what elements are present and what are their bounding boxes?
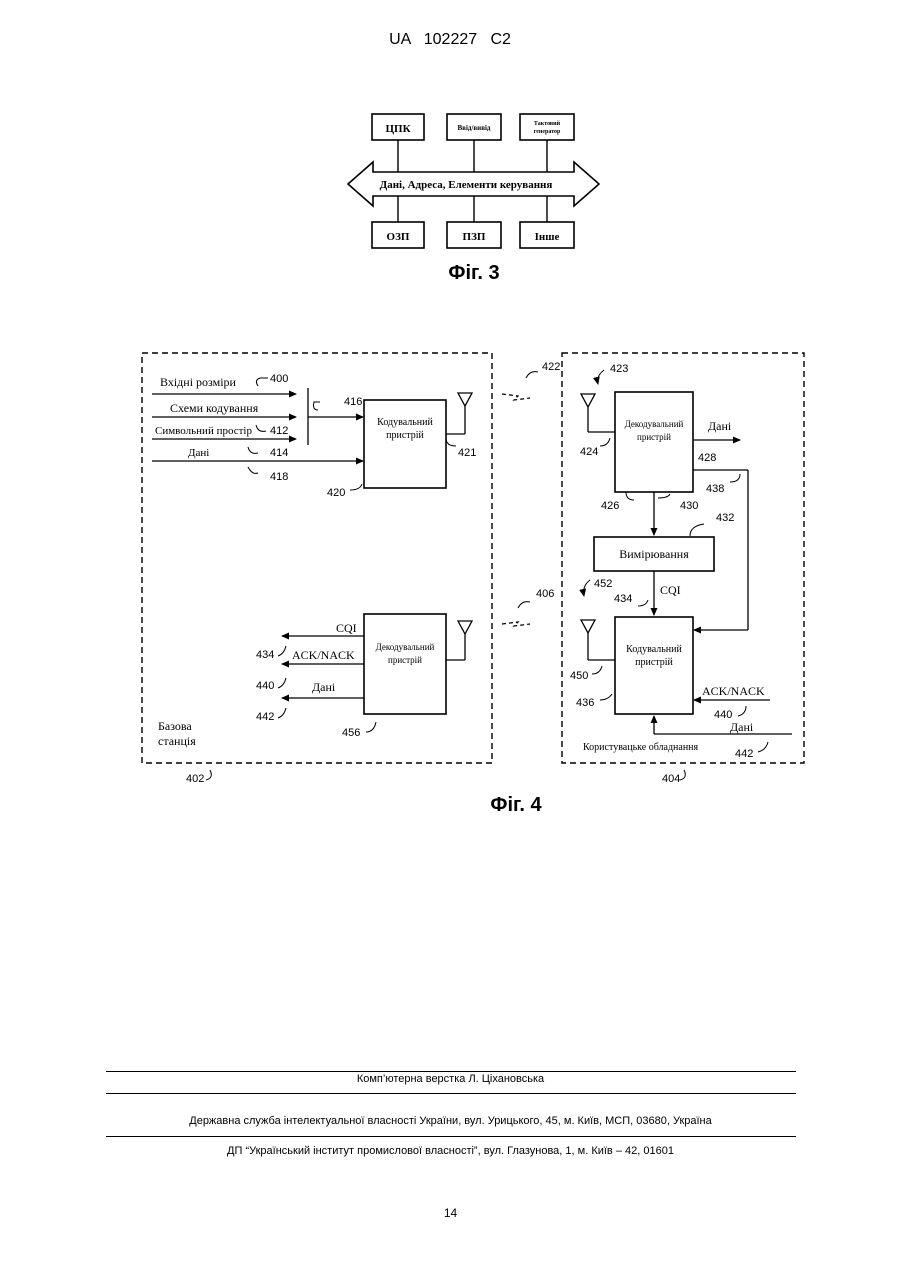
footer-rule-2 [106,1093,796,1094]
ref-402: 402 [186,773,204,785]
footer-institute-address: ДП “Український інститут промислової вла… [0,1145,901,1157]
symbol-space-label: Символьний простір [155,425,252,437]
ram-label: ОЗП [387,231,410,243]
bs-ack-label: ACK/NACK [292,648,355,662]
ue-data-in-label: Дані [730,720,754,734]
bs-rx-antenna-icon [458,621,472,634]
other-label: Інше [535,231,560,243]
footer-rule-3 [106,1136,796,1137]
bs-tx-antenna-icon [458,393,472,406]
ue-encoder-label-1: Кодувальний [626,644,682,655]
ref-404: 404 [662,773,680,785]
bs-decoder-label-2: пристрій [388,655,422,665]
ref-436: 436 [576,697,594,709]
ue-cqi-label: CQI [660,583,681,597]
measurement-label: Вимірювання [619,547,689,561]
footer-typesetter: Комп’ютерна верстка Л. Ціхановська [0,1073,901,1085]
ref-438: 438 [706,483,724,495]
ref-400: 400 [270,373,288,385]
ref-442-bs: 442 [256,711,274,723]
coding-schemes-label: Схеми кодування [170,401,259,415]
ue-ack-label: ACK/NACK [702,684,765,698]
data-input-label: Дані [188,447,209,459]
ref-456: 456 [342,727,360,739]
ref-416: 416 [344,396,362,408]
document-id: UA 102227 C2 [389,31,511,48]
ue-data-out-label: Дані [708,419,732,433]
fig3-caption: Фіг. 3 [448,262,499,284]
base-station-label-2: станція [158,734,196,748]
fig4-caption: Фіг. 4 [490,794,542,816]
fig4-diagram: Вхідні розміри Схеми кодування Символьни… [142,353,804,816]
bs-cqi-label: CQI [336,621,357,635]
bs-encoder-label-2: пристрій [386,430,424,441]
ref-412: 412 [270,425,288,437]
io-label: Ввід/вивід [458,124,491,132]
downlink-wireless-icon [502,394,530,400]
base-station-label-1: Базова [158,719,192,733]
bs-data-out-label: Дані [312,680,336,694]
ref-434-ue: 434 [614,593,632,605]
ref-414: 414 [270,447,288,459]
bus-label: Дані, Адреса, Елементи керування [380,179,553,191]
user-equipment-label: Користувацьке обладнання [583,742,699,753]
ref-440-bs: 440 [256,680,274,692]
ue-decoder-label-1: Декодувальний [625,419,684,429]
ue-decoder-box [615,392,693,492]
bs-encoder-label-1: Кодувальний [377,417,433,428]
ref-428: 428 [698,452,716,464]
ref-426: 426 [601,500,619,512]
ref-421: 421 [458,447,476,459]
uplink-wireless-icon [502,622,530,626]
ref-442-ue: 442 [735,748,753,760]
ref-434-bs: 434 [256,649,274,661]
ref-452: 452 [594,578,612,590]
page-number: 14 [0,1206,901,1220]
ref-432: 432 [716,512,734,524]
ue-encoder-label-2: пристрій [635,657,673,668]
ref-430: 430 [680,500,698,512]
footer-rule-1 [106,1071,796,1072]
ref-420: 420 [327,487,345,499]
ref-422: 422 [542,361,560,373]
clock-label-2: генератор [534,129,561,135]
fig3-diagram: ЦПК Ввід/вивід Тактовий генератор Дані, … [348,114,599,284]
ref-406: 406 [536,588,554,600]
ue-decoder-label-2: пристрій [637,432,671,442]
ref-450: 450 [570,670,588,682]
bs-decoder-label-1: Декодувальний [376,642,435,652]
ref-423: 423 [610,363,628,375]
ref-418: 418 [270,471,288,483]
clock-label-1: Тактовий [534,120,561,127]
ue-rx-antenna-icon [581,394,595,407]
clock-generator-box [520,114,574,140]
footer-office-address: Державна служба інтелектуальної власност… [0,1115,901,1127]
cpu-label: ЦПК [385,123,410,135]
rom-label: ПЗП [463,231,486,243]
ue-tx-antenna-icon [581,620,595,633]
ref-424: 424 [580,446,598,458]
input-sizes-label: Вхідні розміри [160,375,237,389]
bs-encoder-box [364,400,446,488]
